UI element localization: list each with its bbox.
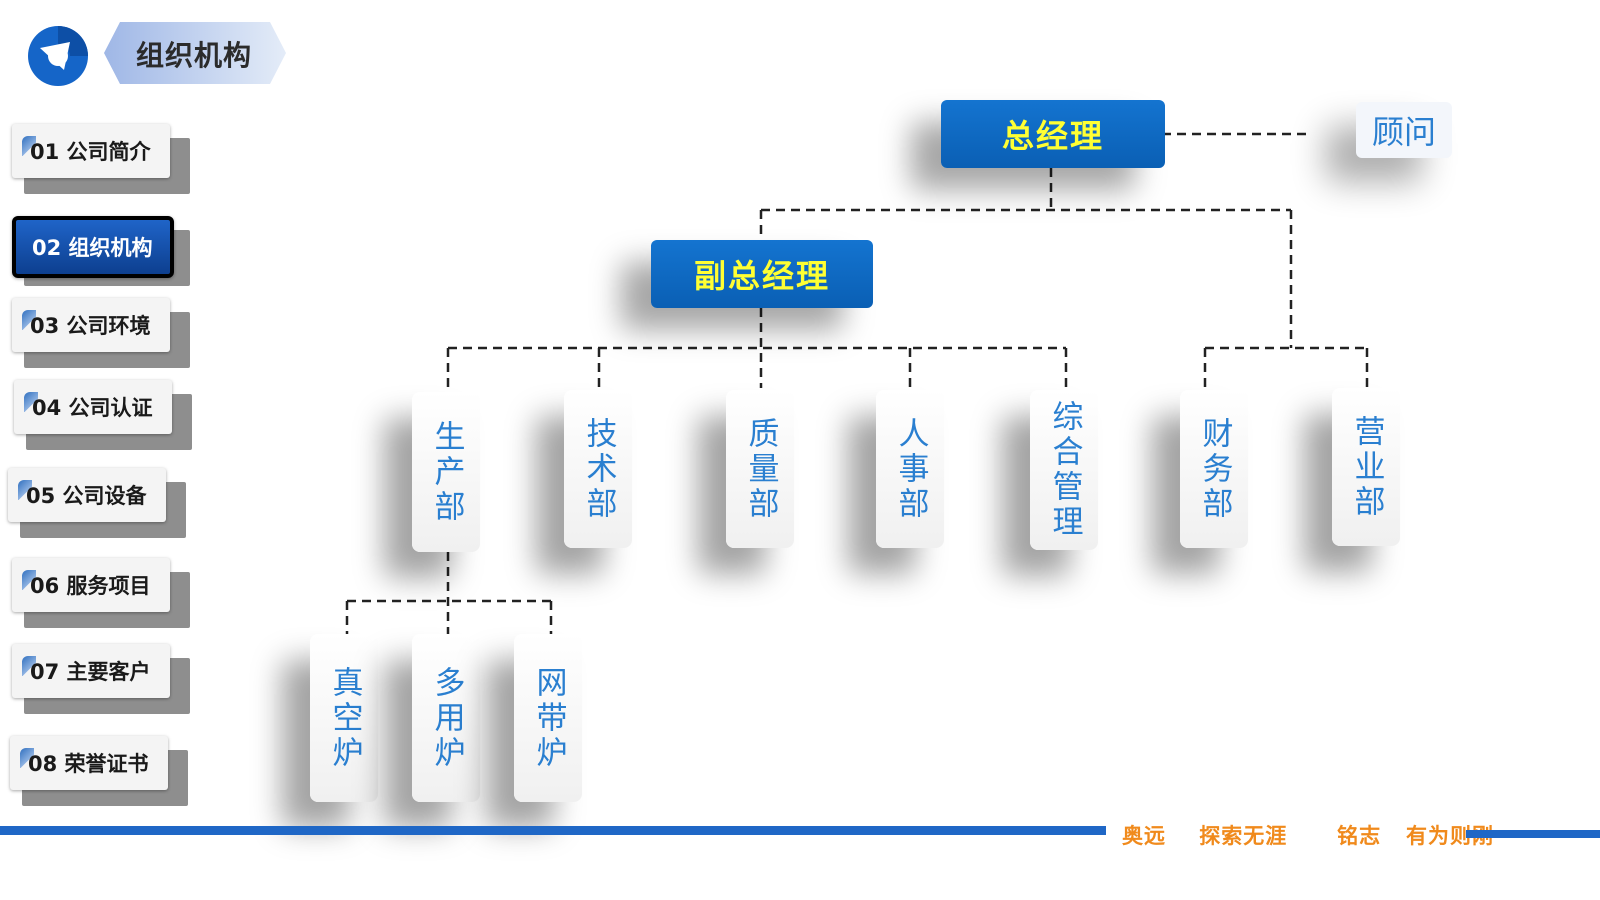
nav-item-label: 07 主要客户 [30,660,151,684]
title-tab-shape [104,22,286,84]
nav-item-label: 06 服务项目 [30,574,151,598]
dept-production: 生产部 [412,392,480,552]
nav-item-face: 02 组织机构 [12,216,174,278]
nav-item-face: 06 服务项目 [12,558,170,612]
advisor-box: 顾问 [1356,102,1452,158]
nav-item-face: 07 主要客户 [12,644,170,698]
nav-item-label: 01 公司简介 [30,140,151,164]
page-title: 组织机构 [136,39,253,72]
workshop-multipurpose-furnace: 多用炉 [412,634,480,802]
nav-item-label: 02 组织机构 [32,236,153,260]
workshop-label: 网带炉 [530,665,567,771]
dept-finance: 财务部 [1180,390,1248,548]
dept-label: 技术部 [580,416,617,522]
dept-label: 综合管理 [1046,400,1083,540]
footer-bar-left [0,826,1106,835]
nav-item-face: 03 公司环境 [12,298,170,352]
corner-accent-icon [18,480,32,500]
dept-quality: 质量部 [726,390,794,548]
workshop-mesh-belt-furnace: 网带炉 [514,634,582,802]
footer-bar-right [1466,830,1600,838]
corner-accent-icon [20,748,34,768]
dept-general-management: 综合管理 [1030,390,1098,550]
dept-label: 生产部 [428,419,465,525]
dept-label: 营业部 [1348,414,1385,520]
nav-item-face: 01 公司简介 [12,124,170,178]
deputy-general-manager-box: 副总经理 [651,240,873,308]
workshop-vacuum-furnace: 真空炉 [310,634,378,802]
corner-accent-icon [22,136,36,156]
nav-item-label: 03 公司环境 [30,314,151,338]
nav-item-label: 04 公司认证 [32,396,153,420]
nav-item-label: 05 公司设备 [26,484,147,508]
footer-slogan: 奥远 探索无涯 铭志 有为则刚 [1122,824,1495,848]
corner-accent-icon [22,570,36,590]
dept-sales: 营业部 [1332,388,1400,546]
dept-label: 人事部 [892,416,929,522]
nav-item-face: 05 公司设备 [8,468,166,522]
workshop-label: 真空炉 [326,665,363,771]
company-logo-icon [28,26,88,86]
dept-technology: 技术部 [564,390,632,548]
advisor-label: 顾问 [1371,113,1436,151]
corner-accent-icon [22,656,36,676]
dept-label: 质量部 [742,416,779,522]
workshop-label: 多用炉 [428,665,465,771]
nav-item-label: 08 荣誉证书 [28,752,149,776]
deputy-general-manager-label: 副总经理 [693,257,830,295]
nav-item-face: 04 公司认证 [14,380,172,434]
nav-item-face: 08 荣誉证书 [10,736,168,790]
general-manager-label: 总经理 [1001,117,1104,155]
dept-human-resources: 人事部 [876,390,944,548]
corner-accent-icon [24,392,38,412]
corner-accent-icon [22,310,36,330]
general-manager-box: 总经理 [941,100,1165,168]
dept-label: 财务部 [1196,416,1233,522]
